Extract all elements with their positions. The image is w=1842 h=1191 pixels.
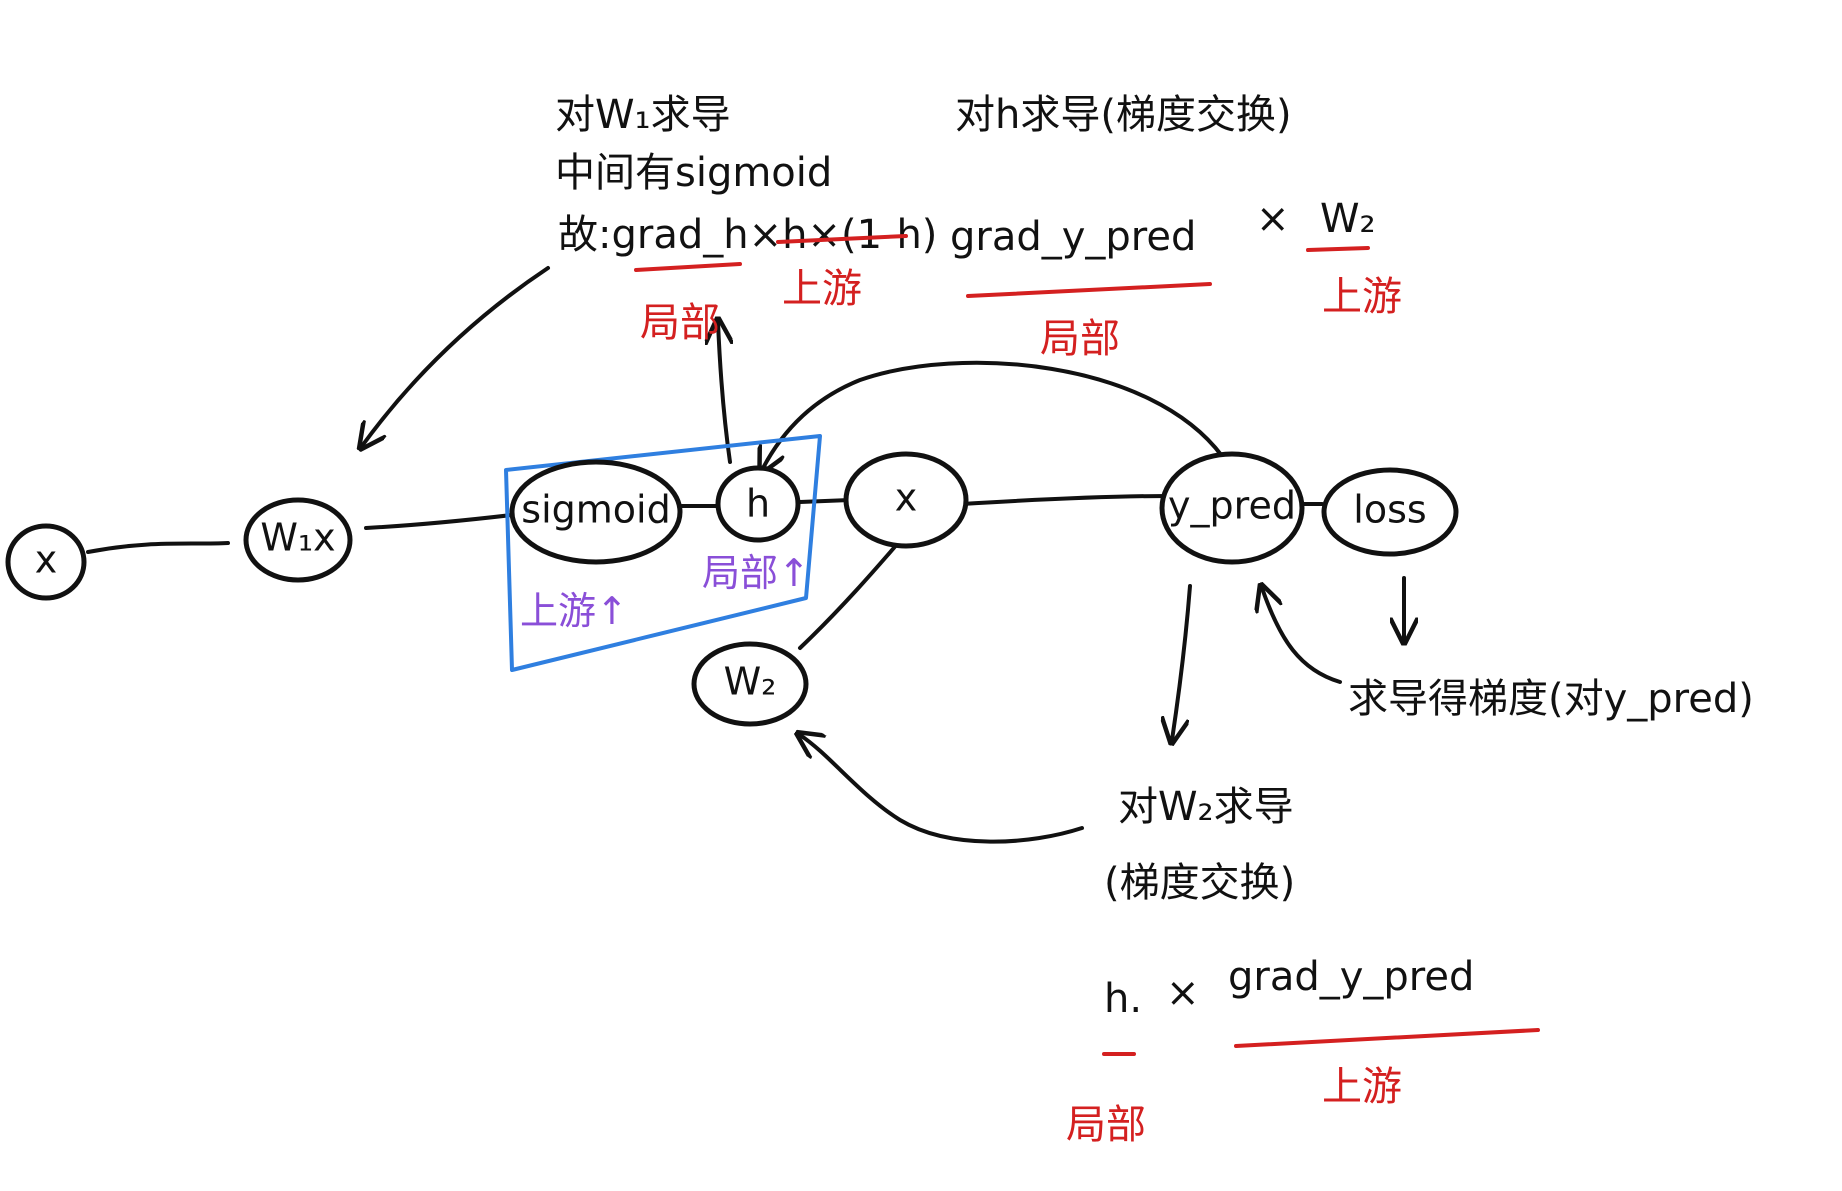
- h-formula-local: grad_y_pred: [950, 214, 1196, 260]
- h-formula-times: ×: [1256, 196, 1290, 242]
- node-w1x: W₁x: [243, 497, 353, 583]
- box-upstream-label: 上游↑: [520, 589, 628, 633]
- node-x-label: x: [35, 538, 58, 582]
- node-multiply-label: x: [895, 476, 918, 520]
- w1-local-label: 局部: [640, 300, 720, 346]
- arrow-w2-annotation-to-w2: [800, 735, 1084, 844]
- node-x: x: [5, 523, 87, 601]
- node-w2: W₂: [691, 641, 809, 727]
- h-title: 对h求导(梯度交换): [955, 92, 1292, 138]
- w2-subtitle: (梯度交换): [1104, 860, 1295, 906]
- node-h-label: h: [746, 482, 770, 526]
- h-upstream-underline: [1306, 246, 1370, 252]
- node-loss-label: loss: [1353, 488, 1426, 532]
- node-y-pred-label: y_pred: [1168, 484, 1296, 528]
- w1-formula-upstream: ×h×(1-h): [749, 212, 938, 258]
- node-y-pred: y_pred: [1159, 451, 1305, 565]
- arrow-ypred-down: [1172, 584, 1192, 740]
- edge-h-mult: [798, 498, 852, 504]
- w1-formula: 故:grad_h×h×(1-h): [558, 212, 937, 258]
- node-h: h: [715, 465, 801, 543]
- w1-local-underline: [634, 262, 742, 272]
- w2-upstream-underline: [1234, 1028, 1540, 1048]
- sigmoid-h-highlight-box: [504, 434, 822, 672]
- arrow-w1-annotation-to-w1x: [362, 266, 550, 446]
- node-sigmoid: sigmoid: [509, 459, 683, 565]
- edge-mult-ypred: [960, 494, 1170, 506]
- arrow-ypred-to-h: [762, 360, 1224, 470]
- node-sigmoid-label: sigmoid: [521, 488, 670, 532]
- w1-upstream-underline: [776, 234, 908, 244]
- h-local-underline: [966, 282, 1212, 298]
- edge-w2-mult: [798, 533, 907, 650]
- node-multiply: x: [843, 451, 969, 549]
- arrow-loss-note-to-ypred: [1262, 588, 1342, 684]
- w2-formula-times: ×: [1166, 970, 1200, 1016]
- edge-x-w1x: [86, 541, 230, 554]
- box-local-label: 局部↑: [702, 551, 810, 595]
- h-upstream-label: 上游: [1322, 274, 1402, 320]
- w2-formula-upstream: grad_y_pred: [1228, 954, 1474, 1000]
- w1-line2: 中间有sigmoid: [555, 150, 832, 196]
- w1-title: 对W₁求导: [555, 92, 731, 138]
- h-local-label: 局部: [1040, 316, 1120, 362]
- w2-formula-local: h.: [1104, 976, 1142, 1022]
- w2-upstream-label: 上游: [1322, 1064, 1402, 1110]
- w1-formula-prefix: 故:: [558, 212, 611, 258]
- w2-title: 对W₂求导: [1118, 784, 1294, 830]
- w2-local-label: 局部: [1066, 1102, 1146, 1148]
- node-w2-label: W₂: [724, 660, 777, 704]
- edge-w1x-sigmoid: [364, 512, 522, 530]
- w1-upstream-label: 上游: [782, 266, 862, 312]
- node-w1x-label: W₁x: [260, 516, 335, 560]
- loss-note: 求导得梯度(对y_pred): [1348, 676, 1754, 722]
- node-loss: loss: [1321, 467, 1459, 557]
- h-formula-upstream: W₂: [1320, 196, 1376, 242]
- w1-formula-local: grad_h: [611, 212, 748, 258]
